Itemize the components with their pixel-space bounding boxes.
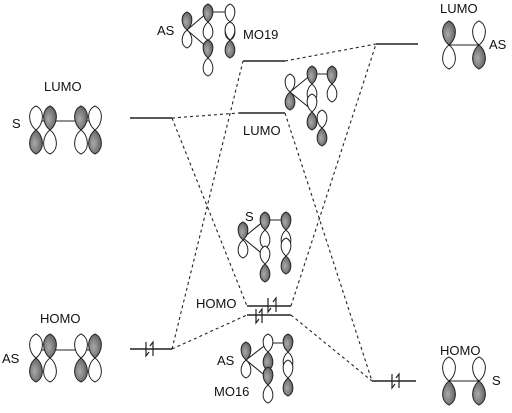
electron-pair-center-homo bbox=[267, 296, 277, 314]
right-lumo-symmetry: AS bbox=[489, 37, 507, 52]
mo19-label: MO19 bbox=[243, 27, 279, 42]
center-homo-symmetry: S bbox=[245, 209, 254, 224]
left-homo-title: HOMO bbox=[40, 311, 81, 326]
right-homo-title: HOMO bbox=[440, 343, 481, 358]
electron-pair-mo16 bbox=[255, 307, 263, 325]
left-homo-orbital bbox=[29, 333, 102, 383]
mo16-symmetry: AS bbox=[217, 353, 235, 368]
mo19-symmetry: AS bbox=[157, 23, 175, 38]
mo16-orbital bbox=[240, 333, 294, 404]
center-lumo-label: LUMO bbox=[243, 123, 281, 138]
left-lumo-orbital bbox=[29, 105, 102, 155]
right-lumo-title: LUMO bbox=[440, 1, 478, 16]
right-homo-symmetry: S bbox=[492, 373, 501, 388]
left-lumo-symmetry: S bbox=[12, 116, 21, 131]
left-lumo-title: LUMO bbox=[44, 79, 82, 94]
right-homo-orbital bbox=[442, 356, 486, 406]
electron-pair-right-homo bbox=[391, 372, 400, 390]
center-homo-label: HOMO bbox=[196, 296, 237, 311]
mo19-orbital bbox=[181, 3, 236, 77]
left-homo-symmetry: AS bbox=[2, 351, 20, 366]
electron-pair-left-homo bbox=[145, 340, 154, 358]
mo16-label: MO16 bbox=[214, 384, 250, 399]
center-homo-orbital bbox=[237, 211, 292, 283]
center-lumo-orbital bbox=[284, 65, 338, 147]
correlation-lines bbox=[171, 43, 377, 382]
right-lumo-orbital bbox=[442, 20, 486, 70]
